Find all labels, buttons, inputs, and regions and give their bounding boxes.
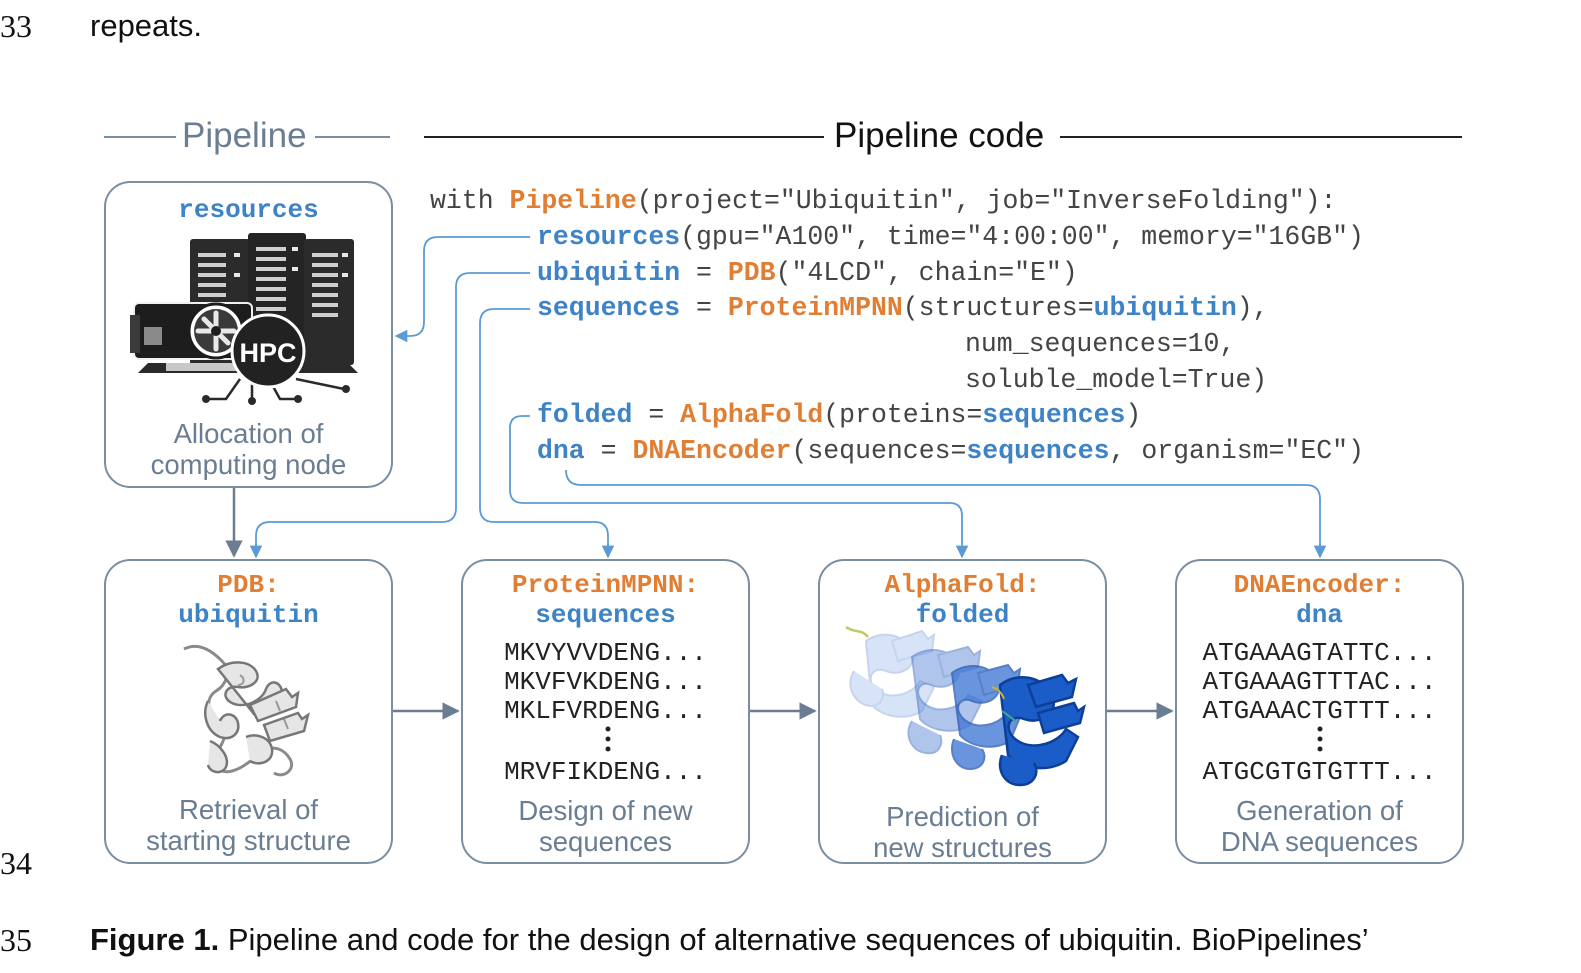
hpc-label: HPC [239, 338, 296, 368]
dnaencoder-tool-label: DNAEncoder: [1233, 570, 1406, 600]
line-number-33: 33 [0, 8, 32, 44]
pdb-tool-label: PDB: [217, 570, 280, 600]
code-pdb-args: ("4LCD", chain="E") [775, 258, 1078, 288]
dnaencoder-stage-box: DNAEncoder: dna ATGAAAGTATTC... ATGAAAGT… [1175, 559, 1464, 864]
protein-sequence-last: MRVFIKDENG... [504, 757, 707, 787]
code-line-soluble-model: soluble_model=True) [965, 365, 1268, 395]
code-line-num-sequences: num_sequences=10, [965, 329, 1236, 359]
dna-sequence-2: ATGAAAGTTTAC... [1202, 667, 1437, 697]
code-dnaencoder-fn: DNAEncoder [632, 436, 792, 466]
body-text-repeats: repeats. [90, 8, 203, 43]
arrow-dna-to-dnaencoder [565, 469, 1327, 559]
code-dnaencoder-arg-a: (sequences= [791, 436, 967, 466]
code-folded-eq: = [632, 400, 681, 430]
code-dnaencoder-arg-b: , organism="EC") [1109, 436, 1364, 466]
proteinmpnn-tool-label: ProteinMPNN: [511, 570, 700, 600]
code-dna-eq: = [584, 436, 633, 466]
alphafold-tool-label: AlphaFold: [884, 570, 1041, 600]
caption-text: Pipeline and code for the design of alte… [219, 922, 1369, 957]
pdb-desc-2: starting structure [146, 825, 351, 856]
code-proteinmpnn-arg-a: (structures= [902, 293, 1094, 323]
resources-desc-1: Allocation of [173, 418, 324, 449]
sequence-ellipsis-dots [463, 725, 748, 753]
dnaencoder-desc-1: Generation of [1236, 795, 1403, 826]
caption-label: Figure 1. [90, 922, 220, 957]
code-alphafold-arg-b: ) [1125, 400, 1142, 430]
code-dna-var: dna [537, 436, 585, 466]
code-alphafold-arg-a: (proteins= [823, 400, 983, 430]
code-header-rule-left [424, 136, 824, 138]
code-with-keyword: with [430, 186, 510, 216]
dnaencoder-desc-2: DNA sequences [1220, 826, 1419, 857]
pipeline-header-rule-left [104, 136, 176, 138]
code-sequences-eq: = [680, 293, 728, 323]
predicted-structures-image [845, 625, 1086, 787]
dna-ellipsis-dots [1177, 725, 1462, 753]
dnaencoder-output-name: dna [1296, 600, 1343, 630]
protein-sequence-1: MKVYVVDENG... [504, 638, 707, 668]
dna-sequence-1: ATGAAAGTATTC... [1202, 638, 1437, 668]
code-sequences-var: sequences [537, 293, 681, 323]
proteinmpnn-stage-box: ProteinMPNN: sequences MKVYVVDENG... MKV… [461, 559, 750, 864]
code-proteinmpnn-ref: ubiquitin [1093, 293, 1237, 323]
dna-sequence-3: ATGAAACTGTTT... [1202, 696, 1437, 726]
code-line-resources: resources(gpu="A100", time="4:00:00", me… [537, 222, 1364, 252]
code-header-rule-right [1060, 136, 1462, 138]
protein-sequence-3: MKLFVRDENG... [504, 696, 707, 726]
code-line-dna: dna = DNAEncoder(sequences=sequences, or… [537, 436, 1364, 466]
arrow-folded-to-alphafold [509, 415, 969, 559]
pipeline-header-rule-right [315, 136, 390, 138]
line-number-34: 34 [0, 845, 32, 881]
pdb-stage-box: PDB: ubiquitin Retrieval of starting str… [104, 559, 393, 864]
resources-title: resources [178, 195, 319, 225]
resources-box: resources HPC A [104, 181, 393, 488]
alphafold-stage-box: AlphaFold: folded Prediction of new stru… [818, 559, 1107, 864]
line-number-35: 35 [0, 922, 32, 958]
code-resources-var: resources [537, 222, 681, 252]
code-ubiquitin-var: ubiquitin [537, 258, 681, 288]
hpc-server-icon: HPC [130, 233, 358, 405]
code-proteinmpnn-fn: ProteinMPNN [727, 293, 903, 323]
ubiquitin-structure-image [183, 644, 310, 777]
code-pdb-fn: PDB [727, 258, 776, 288]
code-pipeline-args: (project="Ubiquitin", job="InverseFoldin… [636, 186, 1337, 216]
code-proteinmpnn-arg-b: ), [1236, 293, 1269, 323]
code-pipeline-class: Pipeline [509, 186, 637, 216]
code-resources-args: (gpu="A100", time="4:00:00", memory="16G… [680, 222, 1364, 252]
figure-caption: Figure 1. Pipeline and code for the desi… [90, 922, 1369, 958]
resources-desc-2: computing node [150, 449, 347, 480]
proteinmpnn-desc-1: Design of new [518, 795, 693, 826]
code-header: Pipeline code [834, 116, 1045, 155]
code-folded-var: folded [537, 400, 633, 430]
alphafold-desc-2: new structures [873, 832, 1052, 863]
code-line-sequences: sequences = ProteinMPNN(structures=ubiqu… [537, 293, 1269, 323]
code-line-folded: folded = AlphaFold(proteins=sequences) [537, 400, 1141, 430]
arrow-sequences-to-proteinmpnn [479, 308, 615, 559]
code-alphafold-ref: sequences [982, 400, 1126, 430]
code-alphafold-fn: AlphaFold [680, 400, 824, 430]
dna-sequence-last: ATGCGTGTGTTT... [1202, 757, 1437, 787]
pipeline-header: Pipeline [182, 116, 307, 155]
code-dnaencoder-ref: sequences [966, 436, 1110, 466]
code-ubiquitin-eq: = [680, 258, 728, 288]
pdb-output-name: ubiquitin [178, 600, 319, 630]
proteinmpnn-desc-2: sequences [538, 826, 672, 857]
proteinmpnn-output-name: sequences [535, 600, 676, 630]
alphafold-desc-1: Prediction of [886, 801, 1039, 832]
alphafold-output-name: folded [915, 600, 1010, 630]
code-line-ubiquitin: ubiquitin = PDB("4LCD", chain="E") [537, 258, 1078, 288]
pdb-desc-1: Retrieval of [178, 794, 319, 825]
arrow-ubiquitin-to-pdb [249, 272, 530, 559]
protein-sequence-2: MKVFVKDENG... [504, 667, 707, 697]
code-line-with-pipeline: with Pipeline(project="Ubiquitin", job="… [430, 186, 1336, 216]
arrow-resources-to-box [394, 236, 530, 343]
